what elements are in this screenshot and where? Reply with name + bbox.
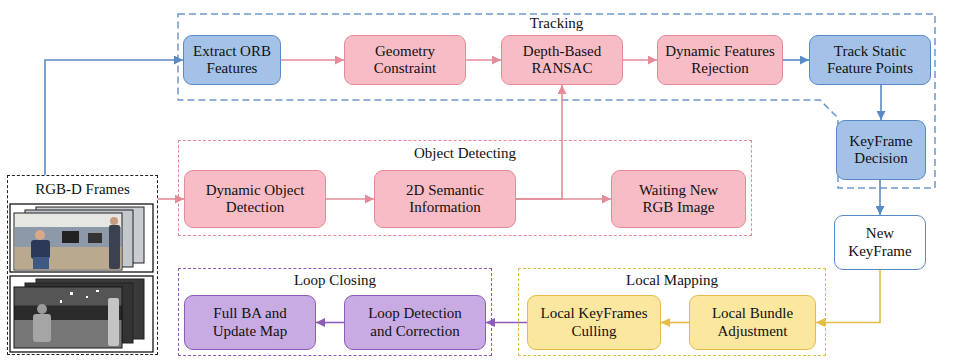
box-label: New KeyFrame [841,225,919,260]
process-box: Dynamic Features Rejection [657,35,783,85]
flow-arrow [816,270,880,323]
box-label: Full BA and Update Map [199,305,301,340]
flow-arrow [45,60,183,175]
flow-arrow [623,59,657,61]
box-label: KeyFrame Decision [843,133,919,168]
process-box: 2D Semantic Information [374,170,516,228]
depth-person-body [33,314,51,342]
process-box: Geometry Constraint [344,35,466,85]
box-label: Dynamic Features Rejection [662,43,778,78]
box-label: Waiting New RGB Image [626,182,731,217]
box-label: 2D Semantic Information [389,182,501,217]
box-label: Local KeyFrames Culling [536,305,652,340]
tracking-outline [178,14,935,188]
flow-arrow [783,59,809,61]
box-label: Track Static Feature Points [824,43,916,78]
stage-group: Loop ClosingLoop Detection and Correctio… [178,268,492,356]
person-head [35,230,45,240]
office-monitor [88,233,102,243]
flow-arrow [516,85,562,199]
depth-speck [86,296,88,298]
box-label: Local Bundle Adjustment [704,305,801,340]
process-box: Track Static Feature Points [809,35,931,85]
group-title: Local Mapping [518,272,826,289]
person-body [109,225,120,269]
process-box: Dynamic Object Detection [184,170,326,228]
box-label: Extract ORB Features [188,43,276,78]
process-box: Depth-Based RANSAC [501,35,623,85]
stage-group: Local MappingLocal KeyFrames Culling Loca… [518,268,826,356]
flow-arrow [316,322,344,324]
depth-speck [70,292,73,295]
flow-arrow [880,85,882,120]
group-title: Loop Closing [178,272,492,289]
depth-image-front [14,287,122,348]
flow-arrow [326,198,374,200]
person-head [110,217,118,225]
box-label: Dynamic Object Detection [199,182,311,217]
rgb-image-front [14,213,122,270]
depth-region [15,288,122,306]
person-legs [33,257,49,269]
flow-arrow [661,322,689,324]
box-label: Geometry Constraint [359,43,451,78]
office-partition [15,227,122,247]
office-desk [15,247,122,270]
depth-region [15,320,122,348]
stage-group: TrackingExtract ORB Features Geometry Con… [178,14,935,100]
person-body [31,240,50,259]
process-box: New KeyFrame [834,215,926,270]
box-label: Depth-Based RANSAC [516,43,608,78]
process-box: Full BA and Update Map [184,295,316,350]
process-box: Local KeyFrames Culling [527,295,661,350]
process-box: Loop Detection and Correction [344,295,486,350]
flow-arrow [281,59,344,61]
flow-arrow [466,59,501,61]
process-box: Extract ORB Features [183,35,281,85]
group-title: Tracking [178,15,935,32]
flow-arrow [879,180,881,215]
depth-speck [96,290,99,292]
process-box: KeyFrame Decision [836,120,926,180]
group-title: Object Detecting [178,145,752,162]
depth-person-head [37,304,47,314]
input-group: RGB-D Frames [7,175,158,355]
flow-arrow [486,322,527,324]
stage-group: Object DetectingDynamic Object Detection… [178,140,752,236]
office-monitor [62,231,79,243]
flow-arrow [158,198,184,200]
box-label: Loop Detection and Correction [359,305,471,340]
process-box: Waiting New RGB Image [611,170,746,228]
process-box: Local Bundle Adjustment [689,295,816,350]
depth-stack-frame [10,276,153,352]
depth-person-body [108,298,119,346]
rgb-stack-frame [10,204,153,272]
group-title: RGB-D Frames [7,181,158,198]
depth-speck [60,300,62,303]
